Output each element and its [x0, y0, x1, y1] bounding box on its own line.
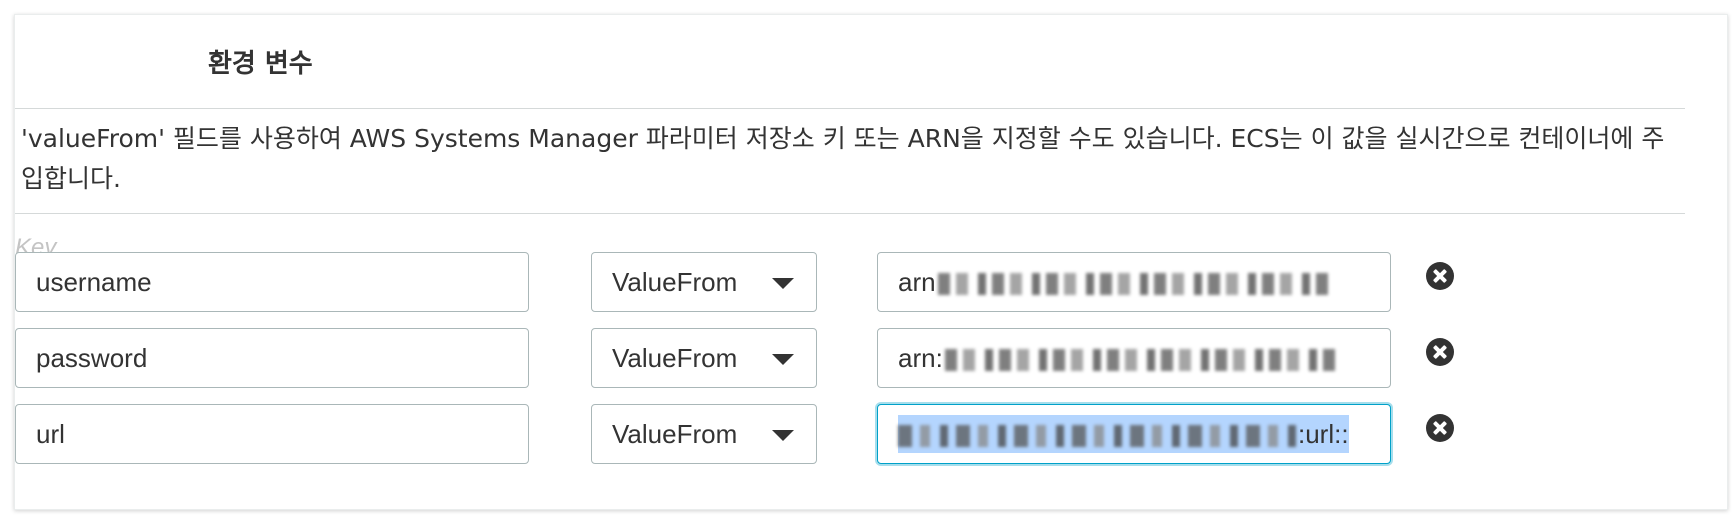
env-var-row: username ValueFrom arn [15, 252, 1615, 314]
value-type-label: ValueFrom [612, 419, 738, 449]
value-text-prefix: arn: [898, 343, 943, 373]
panel-header: 환경 변수 [15, 15, 1685, 109]
value-type-label: ValueFrom [612, 267, 738, 297]
value-text-suffix: :url:: [1298, 419, 1349, 449]
environment-variables-panel: 환경 변수 'valueFrom' 필드를 사용하여 AWS Systems M… [14, 14, 1728, 510]
value-input-focused[interactable]: :url:: [877, 404, 1391, 464]
redacted-value [944, 349, 1335, 372]
caret-down-icon [772, 278, 794, 289]
selected-value-text: :url:: [898, 415, 1349, 453]
caret-down-icon [772, 354, 794, 365]
env-var-row: password ValueFrom arn: [15, 328, 1615, 390]
remove-circle-icon[interactable] [1426, 262, 1454, 290]
value-input[interactable]: arn [877, 252, 1391, 312]
divider [15, 213, 1685, 214]
key-input[interactable]: url [15, 404, 529, 464]
env-var-row: url ValueFrom :url:: [15, 404, 1615, 466]
value-type-select[interactable]: ValueFrom [591, 328, 817, 388]
value-type-select[interactable]: ValueFrom [591, 252, 817, 312]
value-text-prefix: arn [898, 267, 936, 297]
remove-circle-icon[interactable] [1426, 414, 1454, 442]
key-input[interactable]: username [15, 252, 529, 312]
section-title: 환경 변수 [208, 49, 313, 79]
value-type-select[interactable]: ValueFrom [591, 404, 817, 464]
caret-down-icon [772, 430, 794, 441]
remove-circle-icon[interactable] [1426, 338, 1454, 366]
section-description: 'valueFrom' 필드를 사용하여 AWS Systems Manager… [21, 124, 1665, 193]
redacted-value [937, 273, 1328, 296]
value-type-label: ValueFrom [612, 343, 738, 373]
value-input[interactable]: arn: [877, 328, 1391, 388]
key-input[interactable]: password [15, 328, 529, 388]
redacted-value [898, 425, 1298, 448]
